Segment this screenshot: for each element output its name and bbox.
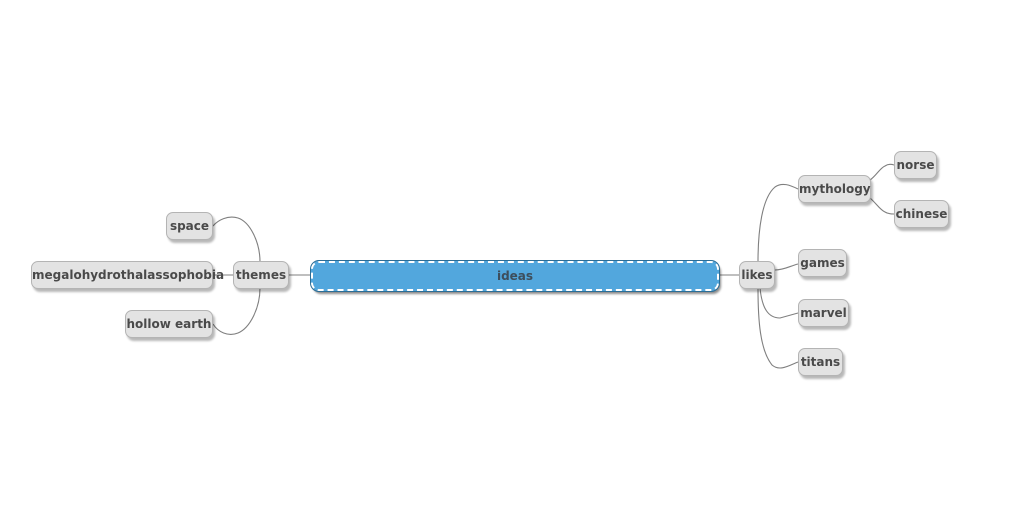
connector-likes-mythology: [757, 183, 799, 263]
node-hollow-earth[interactable]: hollow earth: [125, 310, 213, 338]
node-norse[interactable]: norse: [894, 151, 937, 179]
root-node-ideas[interactable]: ideas: [310, 260, 720, 292]
node-mythology[interactable]: mythology: [798, 175, 871, 203]
connector-likes-titans: [757, 287, 799, 369]
node-games[interactable]: games: [798, 249, 847, 277]
node-titans[interactable]: titans: [798, 348, 843, 376]
node-space[interactable]: space: [166, 212, 213, 240]
node-likes[interactable]: likes: [739, 261, 775, 289]
connector-mythology-chinese: [869, 197, 895, 215]
connector-themes-hollow-earth: [212, 287, 261, 335]
connector-themes-space: [212, 216, 261, 263]
node-megalohydrothalassophobia[interactable]: megalohydrothalassophobia: [31, 261, 224, 289]
connector-mythology-norse: [869, 163, 895, 181]
node-themes[interactable]: themes: [233, 261, 289, 289]
node-chinese[interactable]: chinese: [894, 200, 949, 228]
connector-likes-games: [774, 263, 799, 271]
node-marvel[interactable]: marvel: [798, 299, 849, 327]
connector-likes-marvel: [759, 287, 799, 319]
